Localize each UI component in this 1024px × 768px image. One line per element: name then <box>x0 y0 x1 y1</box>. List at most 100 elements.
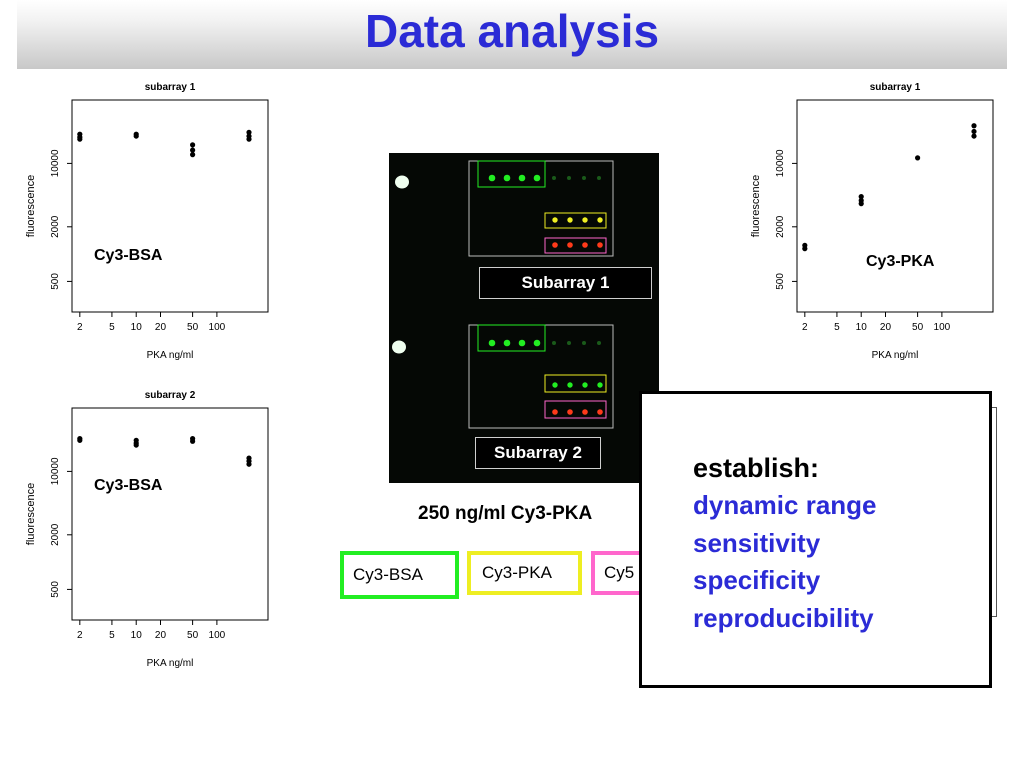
x-axis-label: PKA ng/ml <box>147 350 194 361</box>
y-axis-label: fluorescence <box>25 483 37 545</box>
array-spot <box>518 339 526 347</box>
array-spot <box>552 382 558 388</box>
array-spot <box>488 174 496 182</box>
cy5-box-1 <box>544 237 607 254</box>
x-tick-label: 100 <box>209 630 226 641</box>
pka-box-1 <box>544 212 607 229</box>
x-tick-label: 2 <box>802 322 808 333</box>
legend-cy3-pka-label: Cy3-PKA <box>482 563 552 582</box>
y-tick-label: 2000 <box>50 215 61 238</box>
x-axis-label: PKA ng/ml <box>872 350 919 361</box>
data-point <box>77 136 83 142</box>
plot-annotation: Cy3-BSA <box>94 247 163 264</box>
microarray-spots <box>392 160 614 429</box>
slide-title: Data analysis <box>364 5 660 57</box>
callout-item-reproducibility: reproducibility <box>693 602 874 633</box>
array-spot <box>582 242 588 248</box>
data-point <box>971 133 977 139</box>
array-spot <box>597 242 603 248</box>
data-point <box>190 147 196 153</box>
data-point <box>190 438 196 444</box>
y-tick-label: 500 <box>775 273 786 290</box>
x-tick-label: 50 <box>187 630 199 641</box>
array-spot <box>503 174 511 182</box>
data-point <box>190 152 196 158</box>
array-spot <box>533 339 541 347</box>
data-point <box>246 129 252 135</box>
data-point <box>858 194 864 200</box>
x-tick-label: 20 <box>155 322 167 333</box>
array-spot-dim <box>567 176 571 180</box>
x-tick-label: 100 <box>209 322 226 333</box>
legend-cy5-label: Cy5 <box>604 563 635 582</box>
bsa-box-1 <box>477 160 546 188</box>
y-tick-label: 10000 <box>775 149 786 177</box>
orientation-marker <box>392 340 406 354</box>
orientation-marker <box>395 175 409 189</box>
array-spot-dim <box>582 341 586 345</box>
cy5-box-2 <box>544 400 607 419</box>
y-axis-label: fluorescence <box>25 175 37 237</box>
plot-annotation: Cy3-BSA <box>94 477 163 494</box>
array-spot <box>552 409 558 415</box>
microarray-scan-image: Subarray 1 Subarray 2 <box>389 153 659 483</box>
x-tick-label: 20 <box>880 322 892 333</box>
array-spot <box>552 242 558 248</box>
array-spot <box>597 382 603 388</box>
plot-title: subarray 1 <box>145 82 196 93</box>
callout-item-specificity: specificity <box>693 565 821 595</box>
x-tick-label: 5 <box>834 322 840 333</box>
callout-item-sensitivity: sensitivity <box>693 527 821 558</box>
y-tick-label: 10000 <box>50 457 61 485</box>
x-tick-label: 10 <box>856 322 868 333</box>
data-point <box>915 155 921 161</box>
x-tick-label: 5 <box>109 630 115 641</box>
array-spot <box>567 382 573 388</box>
plot-frame <box>796 99 994 313</box>
data-point <box>246 136 252 142</box>
array-spot <box>518 174 526 182</box>
x-tick-label: 50 <box>912 322 924 333</box>
array-spot-dim <box>597 176 601 180</box>
legend-cy3-bsa-label: Cy3-BSA <box>353 565 423 584</box>
x-tick-label: 10 <box>131 630 143 641</box>
x-tick-label: 10 <box>131 322 143 333</box>
array-spot <box>597 217 603 223</box>
y-tick-label: 2000 <box>775 215 786 238</box>
y-axis-label: fluorescence <box>750 175 762 237</box>
y-tick-label: 10000 <box>50 149 61 177</box>
x-tick-label: 2 <box>77 630 83 641</box>
x-tick-label: 50 <box>187 322 199 333</box>
legend-cy3-bsa: Cy3-BSA <box>340 551 459 599</box>
array-spot <box>567 217 573 223</box>
array-spot-dim <box>582 176 586 180</box>
data-point <box>77 437 83 443</box>
bsa-box-2 <box>477 324 546 352</box>
data-point <box>858 201 864 207</box>
array-spot <box>582 217 588 223</box>
callout-heading: establish: <box>693 453 820 483</box>
array-spot-dim <box>597 341 601 345</box>
image-caption: 250 ng/ml Cy3-PKA <box>418 503 593 524</box>
plot-title: subarray 2 <box>145 390 196 401</box>
data-point <box>133 442 139 448</box>
subarray-1-label: Subarray 1 <box>479 267 652 299</box>
data-point <box>971 128 977 135</box>
array-spot <box>567 409 573 415</box>
array-spot <box>533 174 541 182</box>
array-spot-dim <box>552 176 556 180</box>
x-tick-label: 2 <box>77 322 83 333</box>
title-band <box>17 0 1007 69</box>
array-spot <box>503 339 511 347</box>
array-spot <box>567 242 573 248</box>
array-spot-dim <box>567 341 571 345</box>
callout-item-dynamic-range: dynamic range <box>693 490 877 520</box>
plot-annotation: Cy3-PKA <box>866 253 935 270</box>
plot-title: subarray 1 <box>870 82 921 93</box>
array-spot <box>582 409 588 415</box>
data-point <box>971 123 977 129</box>
x-tick-label: 20 <box>155 630 167 641</box>
